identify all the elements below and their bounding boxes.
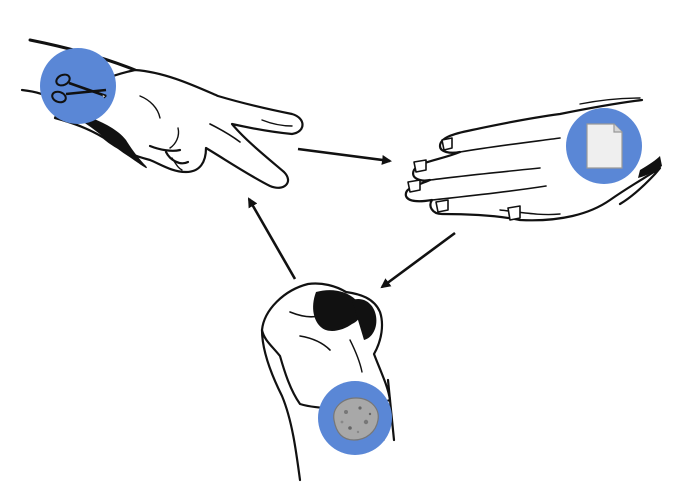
rock-badge xyxy=(318,381,392,455)
arrow-scissors-to-paper xyxy=(297,147,392,165)
paper-badge xyxy=(566,108,642,184)
scissors-badge xyxy=(40,48,116,124)
arrow-rock-to-scissors xyxy=(247,197,297,280)
arrows xyxy=(247,147,456,289)
paper-sheet-icon xyxy=(586,123,623,169)
rock-fist xyxy=(260,282,396,482)
scissors-hand xyxy=(20,38,304,189)
arrow-paper-to-rock xyxy=(380,231,456,289)
rock-icon xyxy=(333,397,379,441)
scissors-icon xyxy=(51,73,108,104)
